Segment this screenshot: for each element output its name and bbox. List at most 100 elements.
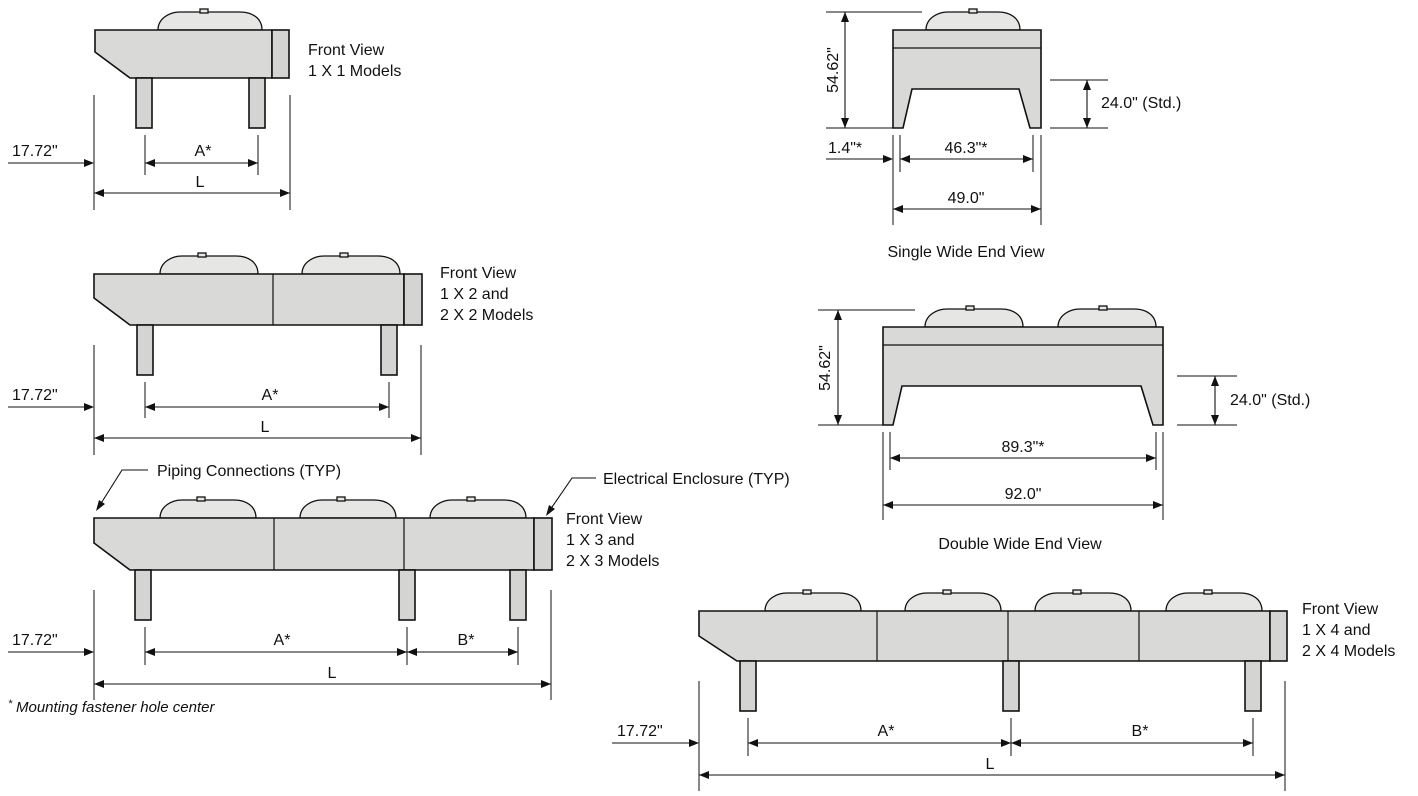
front-view-1x1: 17.72" A* L Front View 1 X 1 Models: [8, 8, 401, 210]
dimension-arrow-icon: [883, 155, 893, 163]
dimension-arrow-icon: [883, 501, 893, 509]
fan-icon: [196, 496, 206, 502]
dimension-arrow-icon: [280, 189, 290, 197]
dimension-arrow-icon: [248, 159, 258, 167]
dimension-arrow-icon: [748, 739, 758, 747]
fan-icon: [968, 8, 978, 14]
dimension-arrow-icon: [1031, 205, 1041, 213]
dimension-arrow-icon: [96, 500, 105, 511]
outer-width-label: 92.0": [1005, 486, 1042, 503]
dimension-arrow-icon: [699, 771, 709, 779]
callout-leader-icon: [549, 477, 596, 511]
dim-l-label: L: [328, 665, 337, 682]
fan-icon: [466, 496, 476, 502]
dimension-arrow-icon: [893, 205, 903, 213]
dimension-arrow-icon: [1083, 118, 1091, 128]
fan-icon: [904, 592, 1002, 612]
dimension-arrow-icon: [145, 648, 155, 656]
leg: [248, 77, 266, 129]
fan-icon: [802, 589, 812, 595]
condenser-body: [93, 517, 535, 571]
dimension-arrow-icon: [407, 648, 417, 656]
height-label: 54.62": [817, 345, 834, 391]
dimension-arrow-icon: [1083, 80, 1091, 90]
fan-icon: [1098, 305, 1108, 311]
dimension-arrow-icon: [508, 648, 518, 656]
view-caption: Single Wide End View: [887, 244, 1045, 261]
view-subtitle: 1 X 4 and: [1302, 622, 1371, 639]
outer-width-label: 49.0": [948, 190, 985, 207]
leg-height-label: 24.0" (Std.): [1101, 95, 1181, 112]
fan-icon: [299, 499, 397, 519]
height-label: 54.62": [825, 47, 842, 93]
dimension-arrow-icon: [411, 434, 421, 442]
leg: [1002, 660, 1020, 712]
dimension-arrow-icon: [541, 680, 551, 688]
leg: [380, 324, 398, 376]
dimension-arrow-icon: [841, 118, 849, 128]
dimension-arrow-icon: [1243, 739, 1253, 747]
dimension-arrow-icon: [1023, 155, 1033, 163]
condenser-body: [94, 29, 273, 79]
dim-a-label: A*: [195, 143, 212, 160]
single-wide-end-view: 54.62" 24.0" (Std.) 1.4"* 46.3"* 49.0" S…: [825, 8, 1181, 261]
dimension-arrow-icon: [145, 159, 155, 167]
dimension-arrow-icon: [834, 310, 842, 320]
fan-icon: [1165, 592, 1263, 612]
inner-width-label: 46.3"*: [944, 140, 987, 157]
leg: [135, 77, 153, 129]
footnote: * Mounting fastener hole center: [8, 698, 215, 716]
dim-a-label: A*: [262, 387, 279, 404]
fan-icon: [924, 308, 1024, 328]
fan-icon: [199, 8, 209, 14]
front-view-1x4: 17.72" A* B* L Front View 1 X 4 and 2 X …: [612, 589, 1395, 791]
fan-icon: [1057, 308, 1157, 328]
view-title: Front View: [440, 265, 517, 282]
fan-icon: [159, 255, 259, 275]
electrical-enclosure: [403, 273, 423, 326]
offset-label: 17.72": [12, 143, 58, 160]
fan-icon: [301, 255, 401, 275]
leg: [1244, 660, 1262, 712]
dimension-arrow-icon: [94, 189, 104, 197]
dimension-arrow-icon: [890, 454, 900, 462]
view-subtitle: 1 X 1 Models: [308, 63, 401, 80]
fan-icon: [942, 589, 952, 595]
dimension-arrow-icon: [1153, 501, 1163, 509]
front-view-1x2: 17.72" A* L Front View 1 X 2 and 2 X 2 M…: [8, 252, 533, 455]
dim-l-label: L: [196, 174, 205, 191]
dimension-arrow-icon: [94, 434, 104, 442]
condenser-body: [698, 610, 1271, 662]
fan-icon: [429, 499, 527, 519]
end-housing: [892, 29, 1042, 129]
leg: [136, 324, 154, 376]
dim-b-label: B*: [458, 632, 475, 649]
dimension-arrow-icon: [1275, 771, 1285, 779]
dimension-arrow-icon: [379, 403, 389, 411]
leg: [739, 660, 757, 712]
footnote-text: Mounting fastener hole center: [16, 699, 215, 716]
dimension-arrow-icon: [84, 159, 94, 167]
view-subtitle: 2 X 3 Models: [566, 553, 659, 570]
fan-icon: [336, 496, 346, 502]
electrical-enclosure: [533, 517, 553, 571]
dimension-arrow-icon: [689, 739, 699, 747]
dimension-arrow-icon: [841, 12, 849, 22]
dim-l-label: L: [986, 756, 995, 773]
view-subtitle: 1 X 2 and: [440, 286, 509, 303]
dimension-arrow-icon: [1001, 739, 1011, 747]
dimension-arrow-icon: [900, 155, 910, 163]
dimension-arrow-icon: [1211, 415, 1219, 425]
offset-label: 17.72": [617, 723, 663, 740]
leg: [398, 569, 416, 621]
footnote-mark: *: [8, 698, 13, 710]
fan-icon: [1034, 592, 1132, 612]
dim-a-label: A*: [878, 723, 895, 740]
leg: [509, 569, 527, 621]
side-offset-label: 1.4"*: [828, 140, 862, 157]
double-wide-end-view: 54.62" 24.0" (Std.) 89.3"* 92.0" Double …: [817, 305, 1310, 553]
dim-b-label: B*: [1132, 723, 1149, 740]
end-housing: [882, 326, 1164, 426]
fan-icon: [1203, 589, 1213, 595]
fan-icon: [197, 252, 207, 258]
